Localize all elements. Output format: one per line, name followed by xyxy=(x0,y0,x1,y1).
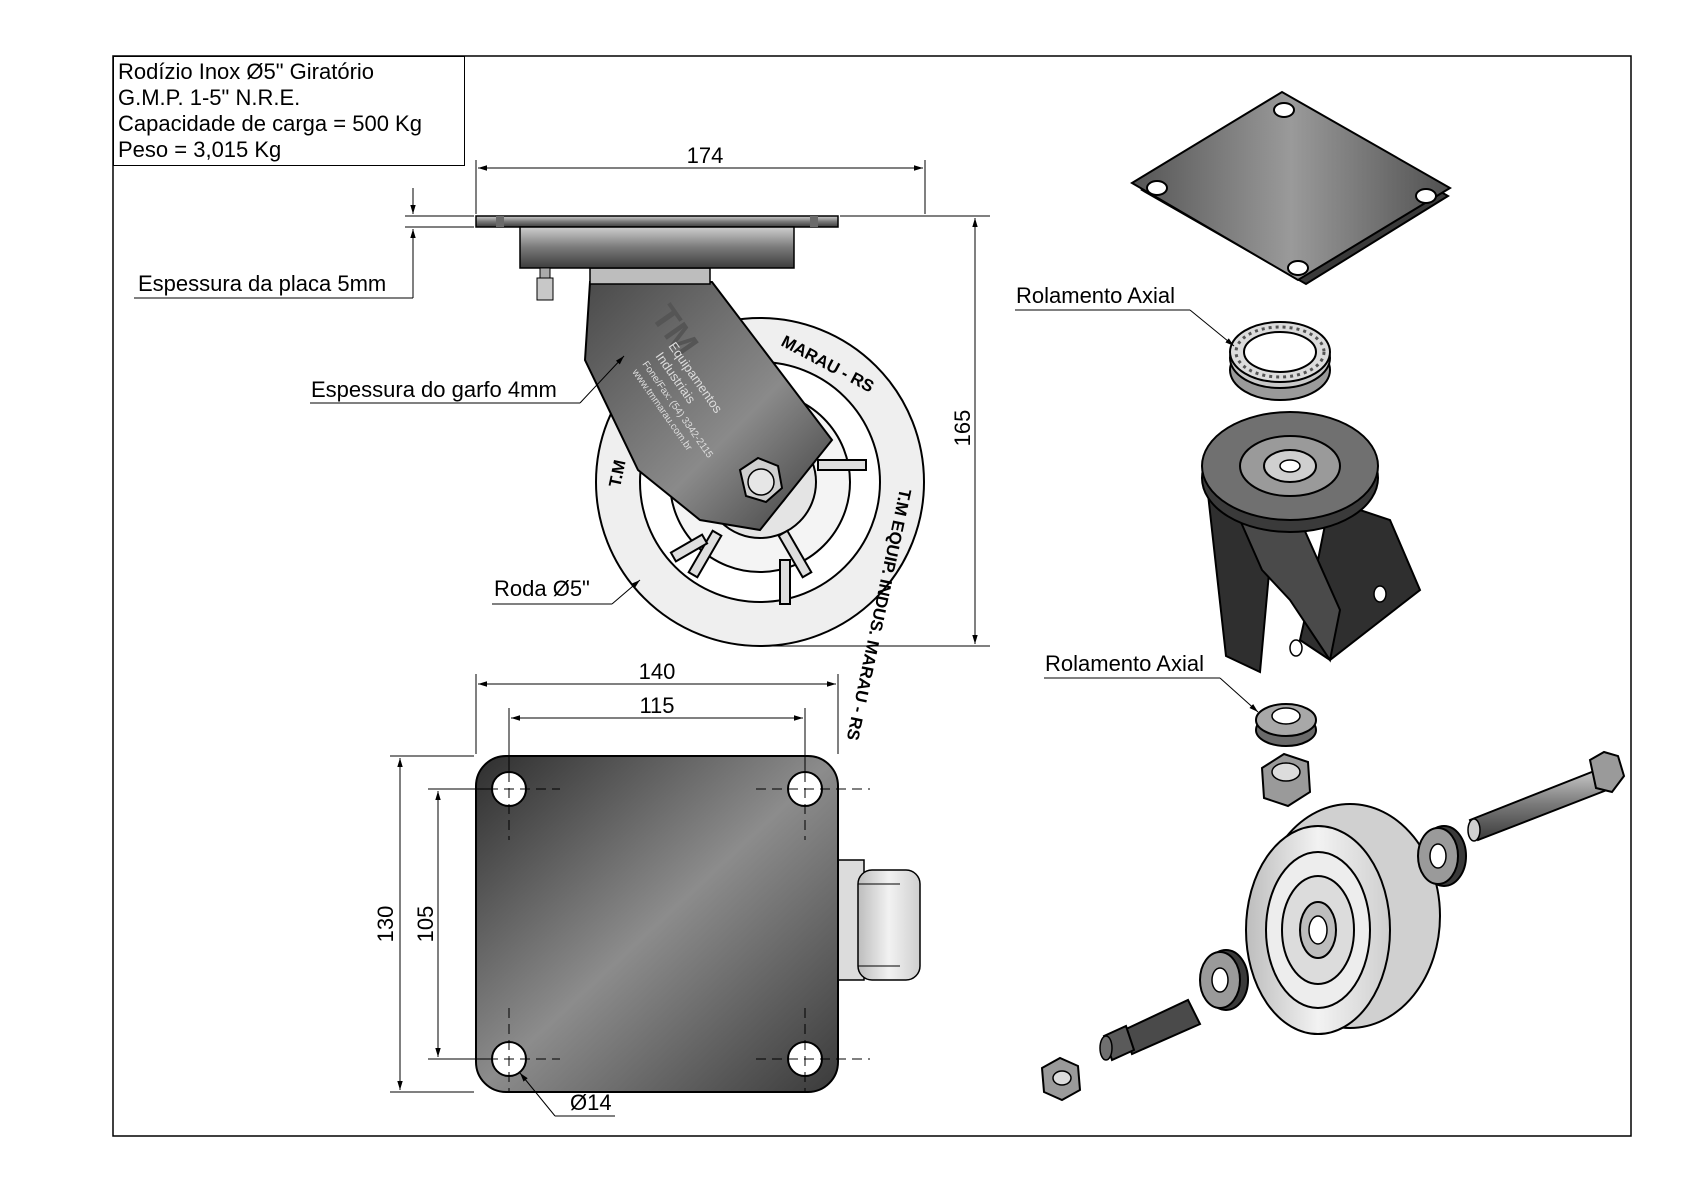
exploded-view: Rolamento Axial Rolamento Axi xyxy=(1015,90,1626,1102)
dim-105: 105 xyxy=(413,788,490,1060)
dim-outer-width: 140 xyxy=(639,659,676,684)
dim-140: 140 xyxy=(475,659,839,754)
bearing-lower xyxy=(1255,703,1317,747)
wheel-iso xyxy=(1245,803,1441,1035)
dim-hole-diameter: Ø14 xyxy=(519,1072,615,1117)
dim-outer-height: 130 xyxy=(373,906,398,943)
bearing-upper xyxy=(1229,321,1331,401)
kingpin-nut xyxy=(1260,752,1312,808)
housing-iso xyxy=(1201,411,1422,674)
dim-hole-dia-label: Ø14 xyxy=(570,1090,612,1115)
wheel-top xyxy=(835,859,921,981)
dim-130: 130 xyxy=(373,755,474,1093)
plate-top xyxy=(475,755,839,1093)
title-line-model: G.M.P. 1-5" N.R.E. xyxy=(118,85,301,110)
dim-hole-height: 105 xyxy=(413,906,438,943)
dim-height-label: 165 xyxy=(950,410,975,447)
title-block: Rodízio Inox Ø5" Giratório G.M.P. 1-5" N… xyxy=(113,56,465,166)
title-line-product: Rodízio Inox Ø5" Giratório xyxy=(118,59,375,84)
fork: TM Equipamentos Industriais Fone/Fax: (5… xyxy=(583,267,834,532)
leader-bearing-upper: Rolamento Axial xyxy=(1015,283,1235,347)
axle-bolt xyxy=(1467,750,1626,842)
dim-plate-thickness: Espessura da placa 5mm xyxy=(134,188,474,299)
dim-hole-width: 115 xyxy=(639,693,674,718)
axle-nut-small xyxy=(1040,1056,1082,1102)
dim-width-label: 174 xyxy=(687,143,724,168)
label-plate-thickness: Espessura da placa 5mm xyxy=(138,271,386,296)
label-wheel: Roda Ø5" xyxy=(494,576,590,601)
top-view: 140 115 130 105 Ø14 xyxy=(373,659,921,1117)
title-line-capacity: Capacidade de carga = 500 Kg xyxy=(118,111,422,136)
side-view: MARAU - RS T.M EQUIP. INDUS. MARAU - RS … xyxy=(134,143,990,742)
drawing-border xyxy=(112,55,1632,1137)
leader-fork-thickness: Espessura do garfo 4mm xyxy=(310,355,625,404)
spacer-sleeve xyxy=(1099,998,1202,1062)
dim-115: 115 xyxy=(508,693,806,772)
top-plate-side xyxy=(475,215,839,301)
dim-174: 174 xyxy=(475,143,926,214)
bearing-left xyxy=(1199,949,1249,1011)
dim-165: 165 xyxy=(762,215,990,647)
bearing-right xyxy=(1417,825,1467,887)
title-line-weight: Peso = 3,015 Kg xyxy=(118,137,282,162)
label-fork-thickness: Espessura do garfo 4mm xyxy=(311,377,557,402)
plate-iso xyxy=(1130,90,1452,286)
leader-bearing-lower: Rolamento Axial xyxy=(1044,651,1259,713)
leader-wheel: Roda Ø5" xyxy=(492,576,641,605)
label-bearing-upper: Rolamento Axial xyxy=(1016,283,1175,308)
label-bearing-lower: Rolamento Axial xyxy=(1045,651,1204,676)
